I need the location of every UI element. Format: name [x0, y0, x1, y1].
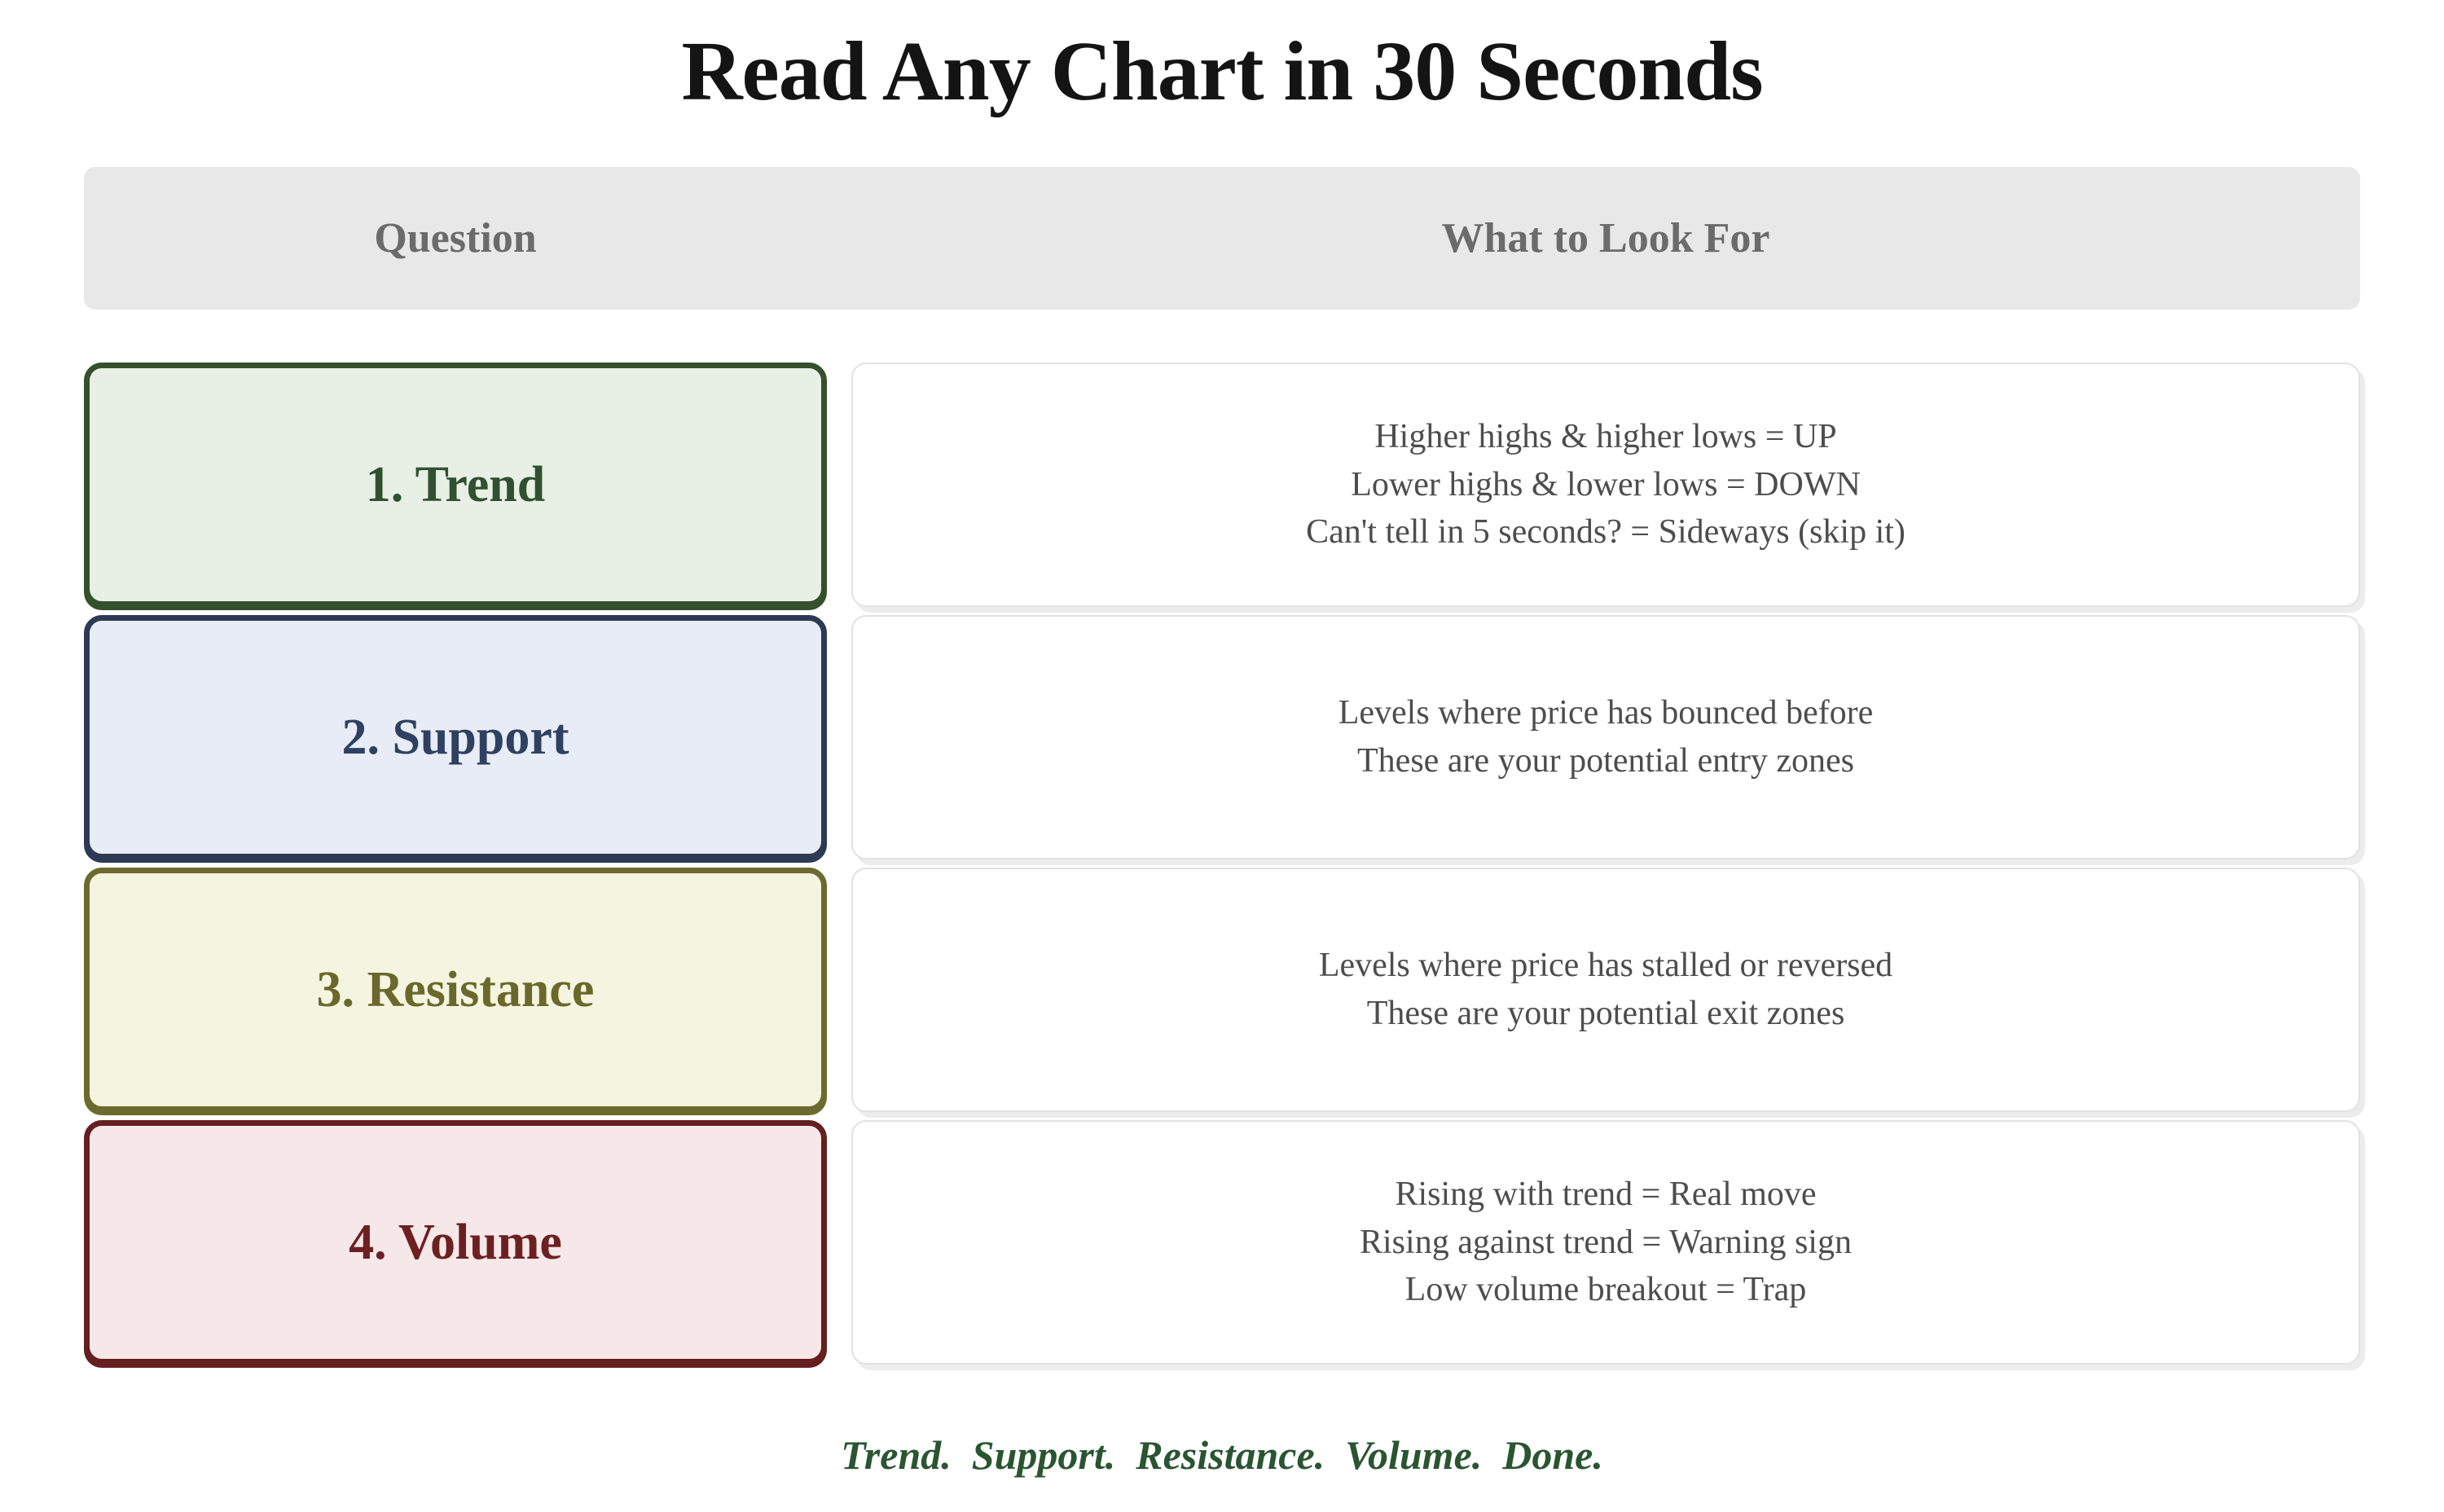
answer-line: These are your potential exit zones	[1366, 995, 1845, 1032]
table-row-support: 2. Support Levels where price has bounce…	[84, 615, 2360, 859]
answer-line: Levels where price has bounced before	[1338, 694, 1874, 732]
table-row-volume: 4. Volume Rising with trend = Real move …	[84, 1120, 2360, 1365]
answer-line: These are your potential entry zones	[1357, 742, 1854, 780]
table-row-resistance: 3. Resistance Levels where price has sta…	[84, 868, 2360, 1112]
answer-line: Low volume breakout = Trap	[1404, 1271, 1807, 1309]
answer-line: Levels where price has stalled or revers…	[1318, 947, 1893, 985]
question-box-volume: 4. Volume	[84, 1120, 827, 1365]
table-row-trend: 1. Trend Higher highs & higher lows = UP…	[84, 363, 2360, 607]
answer-line: Higher highs & higher lows = UP	[1374, 417, 1837, 455]
question-label: 1. Trend	[365, 456, 546, 512]
question-box-resistance: 3. Resistance	[84, 868, 827, 1112]
question-box-trend: 1. Trend	[84, 363, 827, 607]
header-question-label: Question	[374, 215, 537, 262]
answer-box-support: Levels where price has bounced before Th…	[851, 615, 2360, 859]
question-label: 4. Volume	[349, 1214, 562, 1270]
answer-box-trend: Higher highs & higher lows = UP Lower hi…	[851, 363, 2360, 607]
answer-box-volume: Rising with trend = Real move Rising aga…	[851, 1120, 2360, 1365]
question-box-support: 2. Support	[84, 615, 827, 859]
table-body: 1. Trend Higher highs & higher lows = UP…	[84, 363, 2360, 1365]
answer-line: Rising with trend = Real move	[1395, 1175, 1817, 1213]
answer-line: Rising against trend = Warning sign	[1360, 1223, 1852, 1261]
question-label: 3. Resistance	[316, 961, 595, 1018]
answer-line: Lower highs & lower lows = DOWN	[1351, 465, 1861, 503]
answer-line: Can't tell in 5 seconds? = Sideways (ski…	[1306, 513, 1906, 552]
question-label: 2. Support	[341, 709, 569, 765]
header-look-for-label: What to Look For	[1441, 215, 1770, 262]
page-title: Read Any Chart in 30 Seconds	[681, 24, 1763, 118]
answer-box-resistance: Levels where price has stalled or revers…	[851, 868, 2360, 1112]
cheatsheet-table: Question What to Look For 1. Trend Highe…	[84, 167, 2360, 1365]
header-bar: Question What to Look For	[84, 167, 2360, 310]
footer-mantra: Trend. Support. Resistance. Volume. Done…	[841, 1432, 1603, 1478]
